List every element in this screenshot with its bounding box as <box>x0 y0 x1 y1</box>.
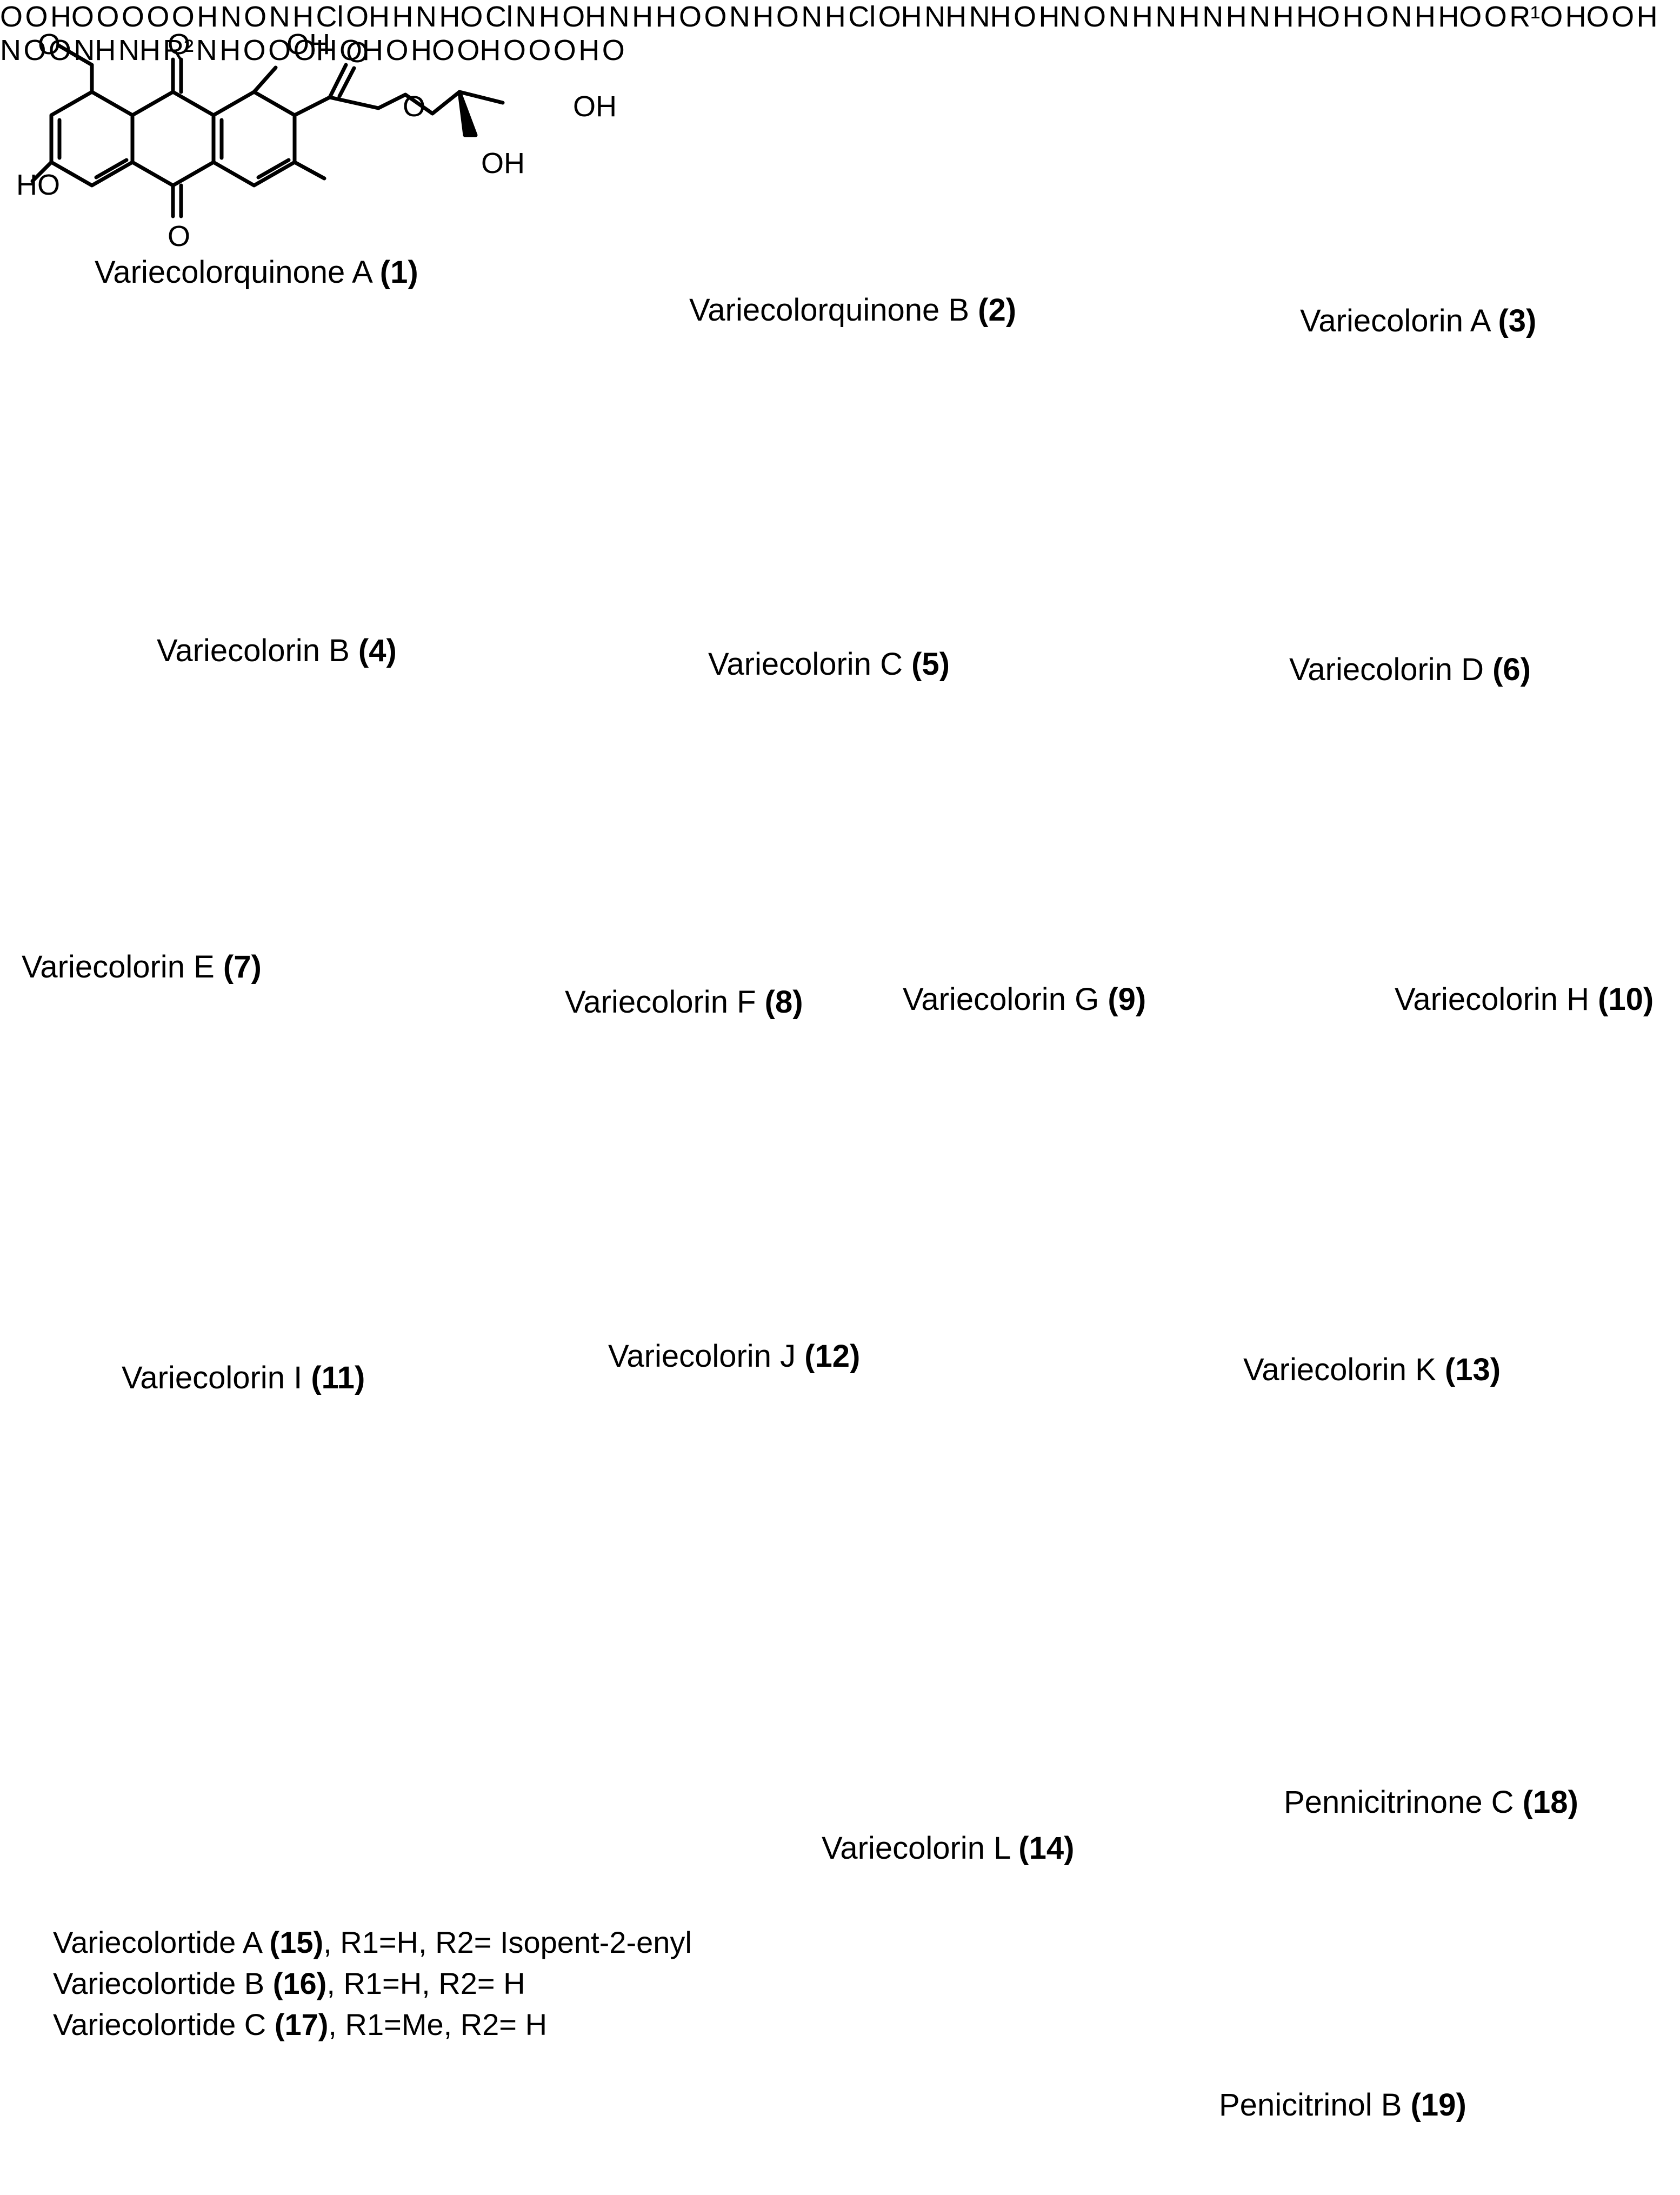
legend-row: Variecolortide C (17), R1=Me, R2= H <box>53 2007 548 2041</box>
svg-text:O: O <box>403 90 425 123</box>
caption-6: Variecolorin D (6) <box>1289 652 1531 687</box>
svg-text:OH: OH <box>481 147 525 179</box>
caption-1: Variecolorquinone A (1) <box>95 255 418 290</box>
structure-1 <box>30 44 505 218</box>
svg-text:O: O <box>346 36 369 69</box>
caption-14: Variecolorin L (14) <box>822 1831 1075 1866</box>
svg-text:O: O <box>38 28 61 61</box>
legend-row: Variecolortide A (15), R1=H, R2= Isopent… <box>53 1925 692 1959</box>
caption-3: Variecolorin A (3) <box>1300 303 1537 338</box>
variecolortide-legend: Variecolortide A (15), R1=H, R2= Isopent… <box>53 1922 692 2045</box>
svg-text:OH: OH <box>286 28 330 61</box>
caption-11: Variecolorin I (11) <box>122 1360 365 1395</box>
caption-5: Variecolorin C (5) <box>708 647 950 682</box>
caption-10: Variecolorin H (10) <box>1395 982 1654 1017</box>
svg-text:O: O <box>168 28 190 61</box>
caption-7: Variecolorin E (7) <box>22 949 262 985</box>
caption-15: Pennicitrinone C (18) <box>1284 1785 1578 1820</box>
legend-row: Variecolortide B (16), R1=H, R2= H <box>53 1966 525 2000</box>
svg-text:HO: HO <box>16 169 60 201</box>
svg-text:OH: OH <box>573 90 617 123</box>
caption-9: Variecolorin G (9) <box>903 982 1146 1017</box>
caption-4: Variecolorin B (4) <box>157 633 397 668</box>
caption-16: Penicitrinol B (19) <box>1219 2087 1466 2123</box>
caption-13: Variecolorin K (13) <box>1243 1352 1501 1387</box>
caption-12: Variecolorin J (12) <box>608 1339 861 1374</box>
caption-8: Variecolorin F (8) <box>565 985 803 1020</box>
caption-2: Variecolorquinone B (2) <box>689 292 1017 328</box>
svg-text:O: O <box>168 220 190 252</box>
